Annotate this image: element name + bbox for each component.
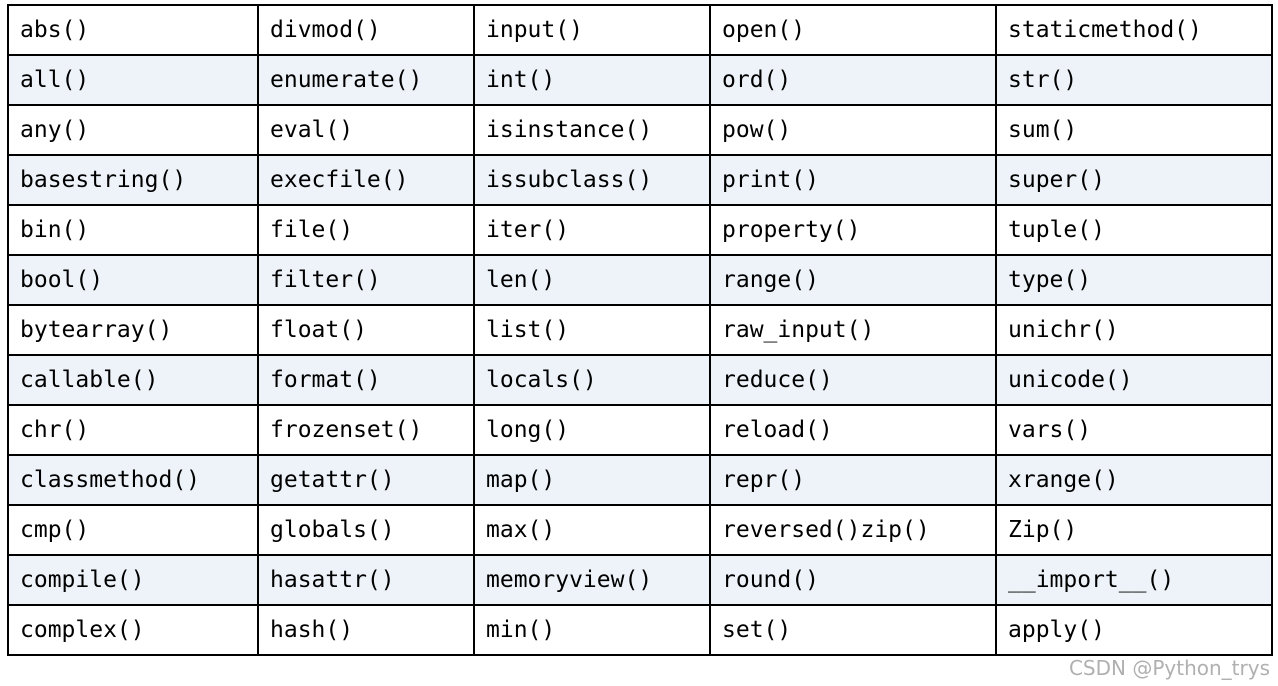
function-cell: all() [7, 54, 259, 106]
function-cell: str() [995, 54, 1273, 106]
function-cell: unicode() [995, 354, 1273, 406]
function-cell: long() [473, 404, 711, 456]
function-cell: input() [473, 4, 711, 56]
table-body: abs()divmod()input()open()staticmethod()… [7, 4, 1273, 656]
function-cell: classmethod() [7, 454, 259, 506]
function-cell: apply() [995, 604, 1273, 656]
function-cell: globals() [257, 504, 475, 556]
function-cell: iter() [473, 204, 711, 256]
function-cell: getattr() [257, 454, 475, 506]
table-row: chr()frozenset()long()reload()vars() [7, 404, 1273, 456]
function-cell: map() [473, 454, 711, 506]
function-cell: frozenset() [257, 404, 475, 456]
function-cell: reversed()zip() [709, 504, 997, 556]
function-cell: Zip() [995, 504, 1273, 556]
function-cell: float() [257, 304, 475, 356]
table-row: any()eval()isinstance()pow()sum() [7, 104, 1273, 156]
function-cell: memoryview() [473, 554, 711, 606]
function-cell: vars() [995, 404, 1273, 456]
function-cell: hash() [257, 604, 475, 656]
function-cell: locals() [473, 354, 711, 406]
function-cell: int() [473, 54, 711, 106]
function-cell: enumerate() [257, 54, 475, 106]
table-row: bin()file()iter()property()tuple() [7, 204, 1273, 256]
function-cell: format() [257, 354, 475, 406]
table-row: compile()hasattr()memoryview()round()__i… [7, 554, 1273, 606]
function-cell: hasattr() [257, 554, 475, 606]
function-cell: __import__() [995, 554, 1273, 606]
function-cell: execfile() [257, 154, 475, 206]
function-cell: complex() [7, 604, 259, 656]
function-cell: len() [473, 254, 711, 306]
function-cell: basestring() [7, 154, 259, 206]
function-cell: reload() [709, 404, 997, 456]
csdn-watermark: CSDN @Python_trys [1068, 656, 1270, 680]
function-cell: compile() [7, 554, 259, 606]
function-cell: type() [995, 254, 1273, 306]
function-cell: property() [709, 204, 997, 256]
function-cell: list() [473, 304, 711, 356]
table-row: basestring()execfile()issubclass()print(… [7, 154, 1273, 206]
function-cell: bool() [7, 254, 259, 306]
function-cell: bytearray() [7, 304, 259, 356]
function-cell: open() [709, 4, 997, 56]
function-cell: chr() [7, 404, 259, 456]
function-cell: abs() [7, 4, 259, 56]
function-cell: round() [709, 554, 997, 606]
function-cell: file() [257, 204, 475, 256]
function-cell: sum() [995, 104, 1273, 156]
function-cell: issubclass() [473, 154, 711, 206]
table-row: bytearray()float()list()raw_input()unich… [7, 304, 1273, 356]
table-row: classmethod()getattr()map()repr()xrange(… [7, 454, 1273, 506]
function-cell: bin() [7, 204, 259, 256]
function-cell: max() [473, 504, 711, 556]
function-cell: cmp() [7, 504, 259, 556]
function-cell: eval() [257, 104, 475, 156]
function-cell: raw_input() [709, 304, 997, 356]
function-cell: ord() [709, 54, 997, 106]
function-cell: unichr() [995, 304, 1273, 356]
table-row: abs()divmod()input()open()staticmethod() [7, 4, 1273, 56]
function-cell: divmod() [257, 4, 475, 56]
builtin-functions-table: abs()divmod()input()open()staticmethod()… [7, 4, 1273, 656]
function-cell: min() [473, 604, 711, 656]
function-cell: set() [709, 604, 997, 656]
function-cell: print() [709, 154, 997, 206]
function-cell: reduce() [709, 354, 997, 406]
function-cell: xrange() [995, 454, 1273, 506]
function-cell: filter() [257, 254, 475, 306]
table-row: complex()hash()min()set()apply() [7, 604, 1273, 656]
function-cell: tuple() [995, 204, 1273, 256]
function-cell: super() [995, 154, 1273, 206]
function-cell: pow() [709, 104, 997, 156]
function-cell: repr() [709, 454, 997, 506]
function-cell: staticmethod() [995, 4, 1273, 56]
table-row: all()enumerate()int()ord()str() [7, 54, 1273, 106]
function-cell: range() [709, 254, 997, 306]
table-row: bool()filter()len()range()type() [7, 254, 1273, 306]
table-row: callable()format()locals()reduce()unicod… [7, 354, 1273, 406]
function-cell: callable() [7, 354, 259, 406]
function-cell: any() [7, 104, 259, 156]
table-row: cmp()globals()max()reversed()zip()Zip() [7, 504, 1273, 556]
function-cell: isinstance() [473, 104, 711, 156]
